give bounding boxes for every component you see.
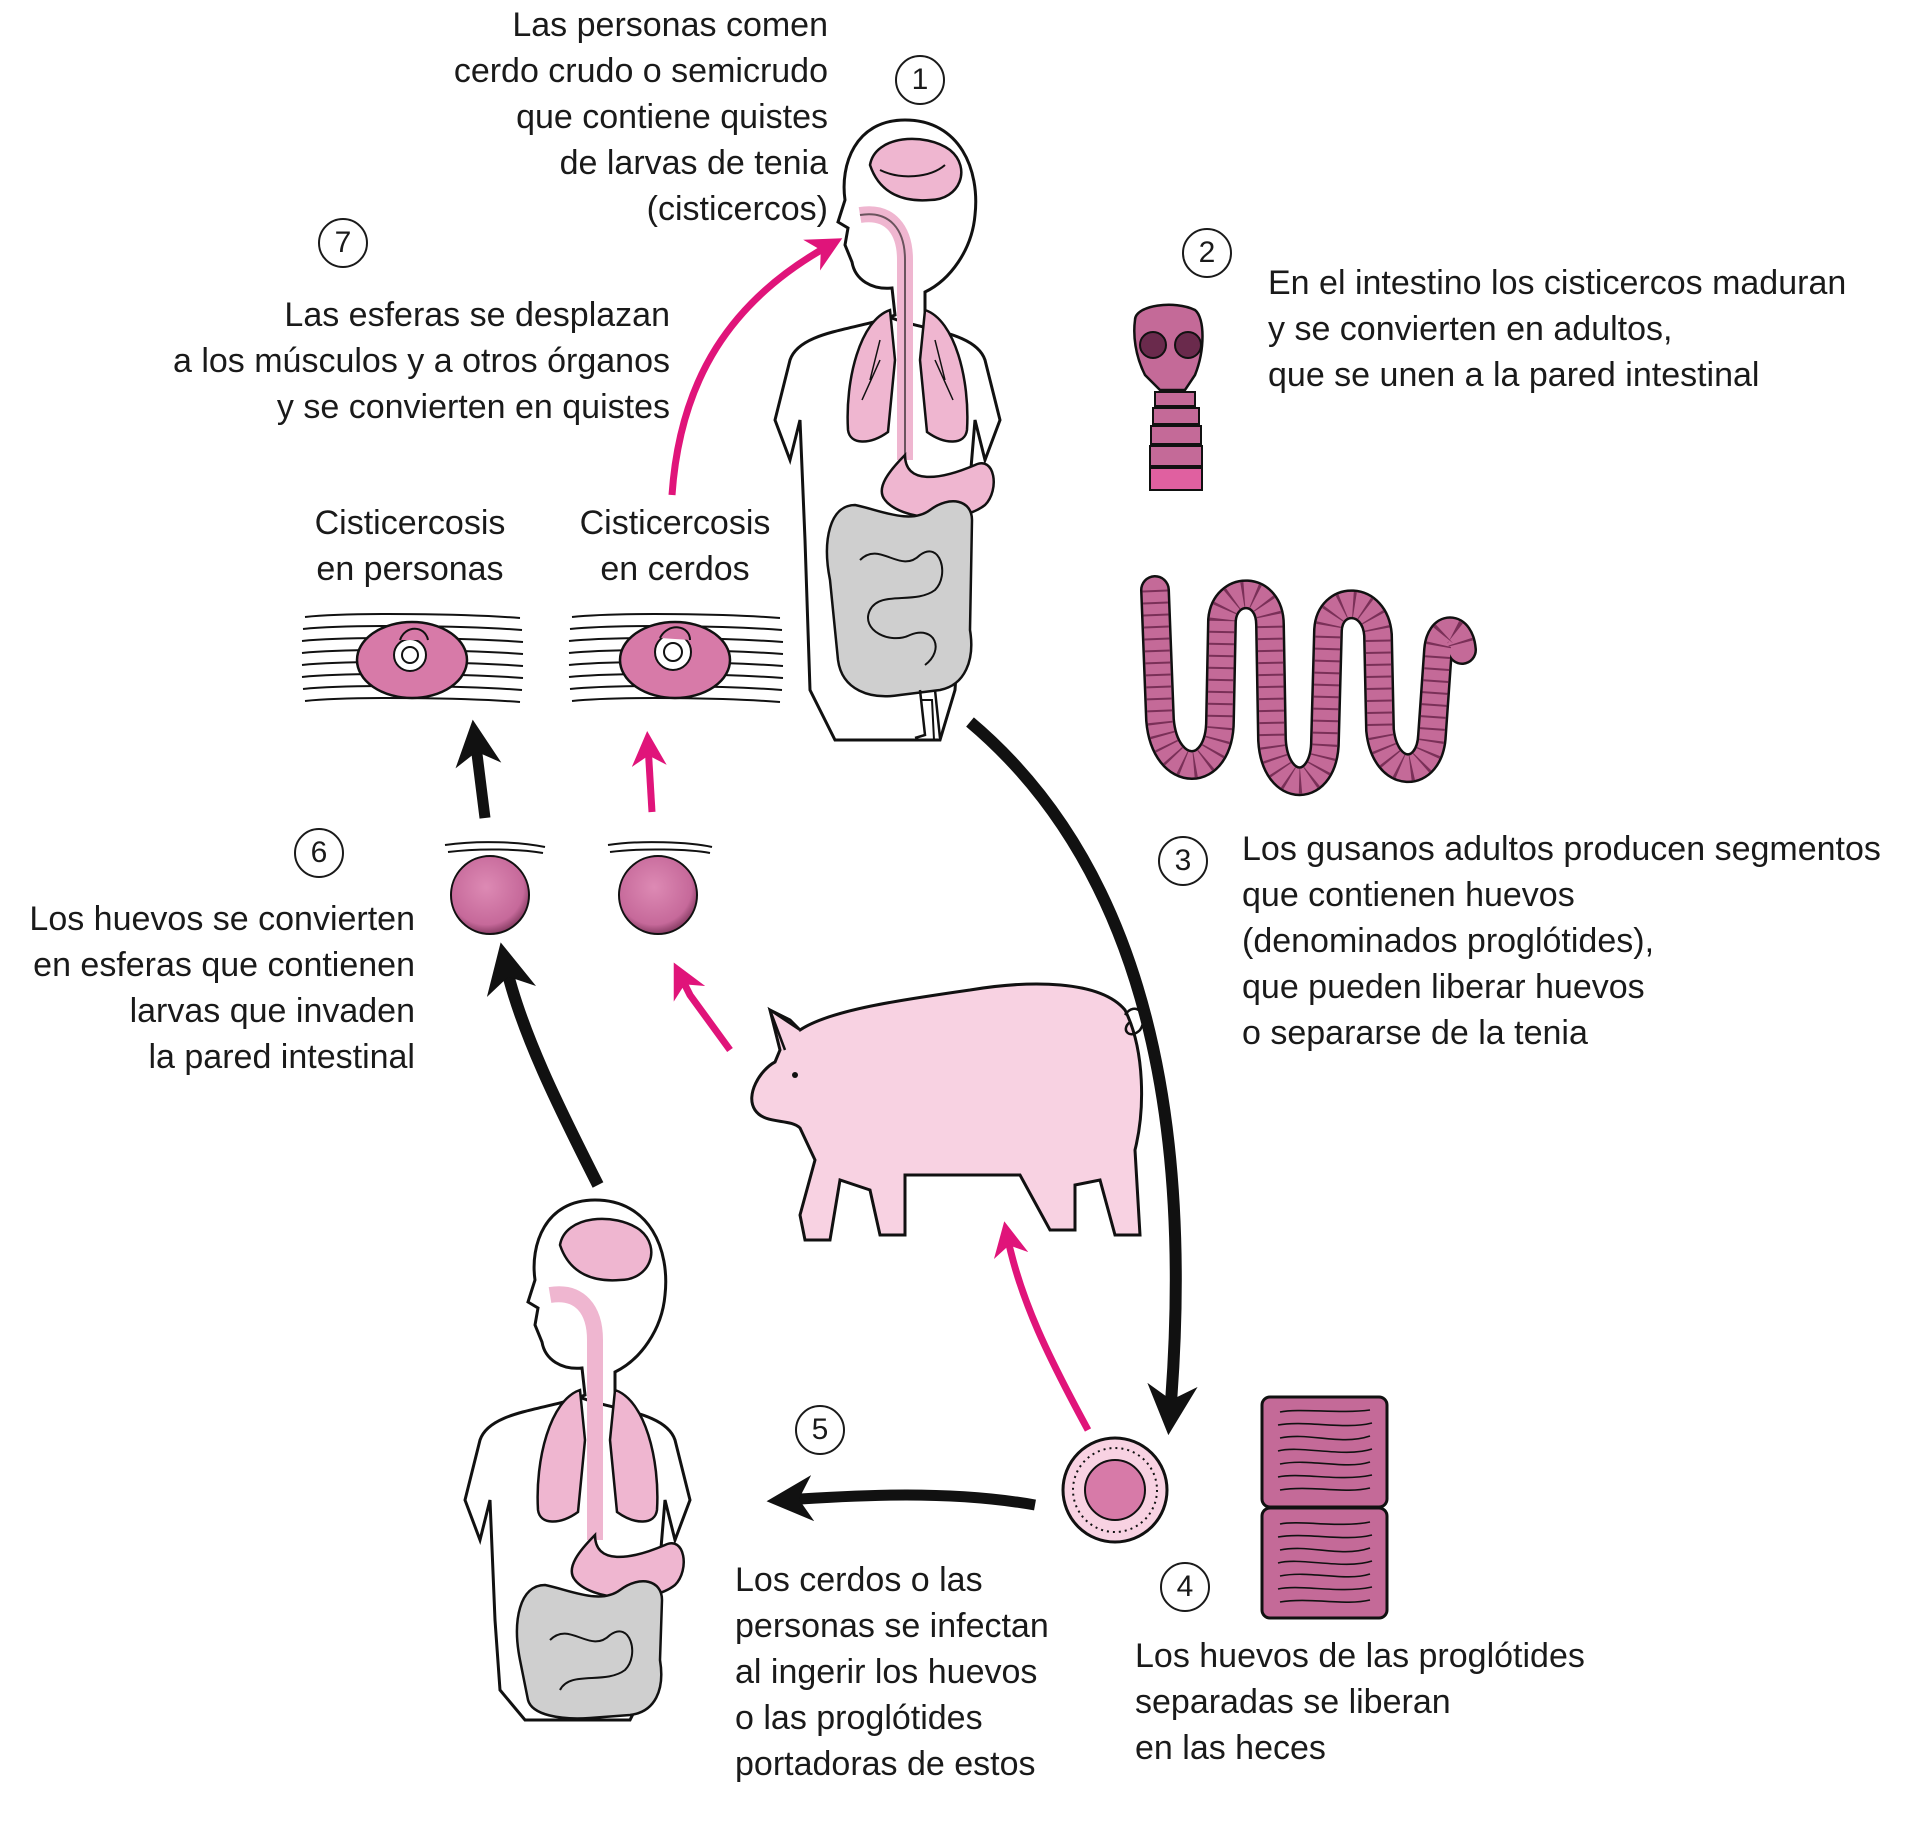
egg-icon [1061,1436,1169,1544]
step-number-3: 3 [1158,836,1208,886]
step-number-7: 7 [318,218,368,268]
step-text-7: Las esferas se desplazan a los músculos … [172,296,670,426]
arrow-sphere-to-cyst-humans [455,719,502,819]
step-text-6: Los huevos se convierten en esferas que … [29,900,415,1076]
step-text-5: Los cerdos o las personas se infectan al… [735,1561,1049,1783]
label-cysticercosis-humans: Cisticercosis en personas [314,504,506,588]
human-body-top-icon [773,118,1002,742]
step-number-6: 6 [294,828,344,878]
pig-icon [750,982,1145,1242]
oncosphere-humans-icon [444,841,546,935]
oncosphere-pigs-icon [607,841,713,935]
step-text-2: En el intestino los cisticercos maduran … [1268,264,1847,394]
arrow-human-to-sphere [486,942,604,1188]
step-number-5: 5 [795,1405,845,1455]
arrow-egg-to-human [766,1475,1036,1522]
arrow-human-to-egg [966,717,1198,1436]
step-text-1: Las personas comen cerdo crudo o semicru… [453,6,828,228]
arrow-sphere-to-cyst-pigs [631,731,667,813]
arrow-pig-to-sphere [673,962,733,1053]
step-text-3: Los gusanos adultos producen segmentos q… [1242,830,1881,1052]
tapeworm-scolex-icon [1133,303,1204,491]
proglottid-icon [1260,1395,1389,1620]
step-number-1: 1 [895,55,945,105]
step-number-4: 4 [1160,1562,1210,1612]
arrow-cysts-to-human [668,238,843,496]
tapeworm-icon [1140,575,1477,797]
step-number-2: 2 [1182,228,1232,278]
label-cysticercosis-pigs: Cisticercosis en cerdos [579,504,771,588]
step-text-4: Los huevos de las proglótides separadas … [1135,1637,1585,1767]
arrow-egg-to-pig [993,1221,1092,1432]
human-body-bottom-icon [463,1198,692,1722]
cyst-tissue-humans-icon [301,613,524,703]
cyst-tissue-pigs-icon [568,613,784,703]
